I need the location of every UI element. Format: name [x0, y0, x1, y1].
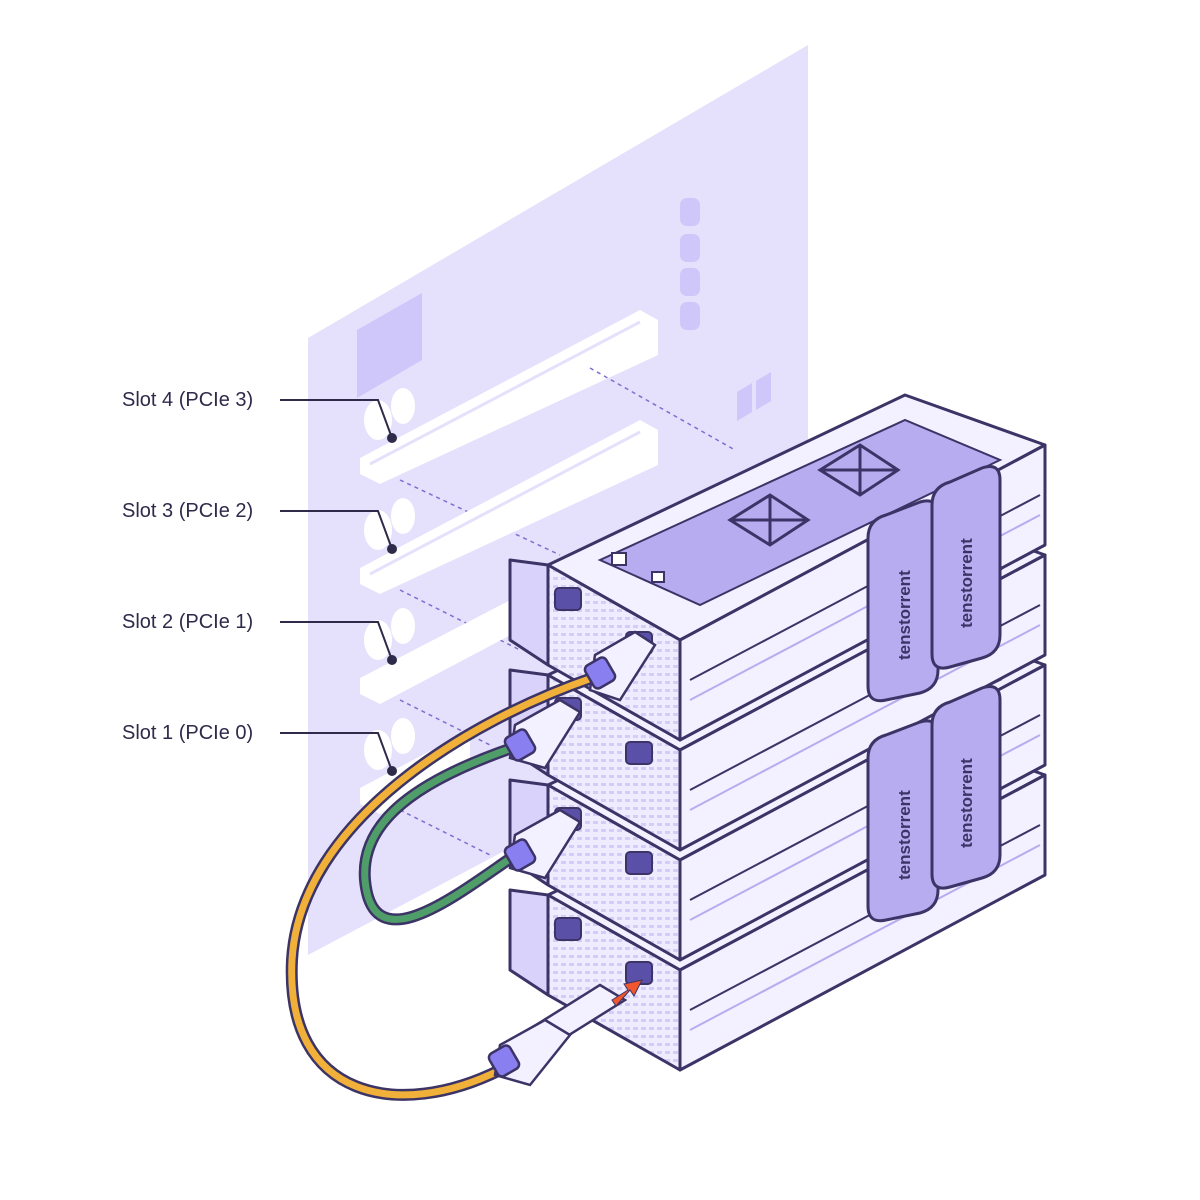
card-stack	[508, 393, 1047, 1072]
card-4	[508, 393, 1047, 742]
pcie-slots	[360, 310, 736, 856]
slot-2-label: Slot 2 (PCIe 1)	[122, 611, 254, 633]
brand-text: tenstorrent	[895, 570, 914, 660]
badges-lower: tenstorrent tenstorrent	[866, 685, 1002, 923]
green-cable	[361, 744, 516, 923]
connector-mid	[503, 698, 582, 770]
cable-connectors	[487, 630, 657, 1087]
chip-block	[357, 293, 422, 398]
connector-top	[583, 630, 657, 702]
connector-low	[503, 808, 582, 880]
brand-text: tenstorrent	[957, 538, 976, 628]
connector-loose	[487, 983, 628, 1087]
component-pads	[680, 198, 771, 421]
badges-upper: tenstorrent tenstorrent	[866, 465, 1002, 703]
slot-1-label: Slot 1 (PCIe 0)	[122, 722, 254, 744]
callout-dots	[387, 433, 397, 776]
cables	[285, 672, 598, 1101]
brand-text: tenstorrent	[895, 790, 914, 880]
brand-text: tenstorrent	[957, 758, 976, 848]
callout-lines	[280, 399, 393, 772]
slot-3-label: Slot 3 (PCIe 2)	[122, 500, 254, 522]
slot-4-label: Slot 4 (PCIe 3)	[122, 389, 254, 411]
yellow-cable	[288, 674, 596, 1099]
pcie-slot-4	[360, 310, 736, 556]
arrow-icon	[611, 979, 643, 1007]
pcie-slot-3	[360, 420, 658, 651]
